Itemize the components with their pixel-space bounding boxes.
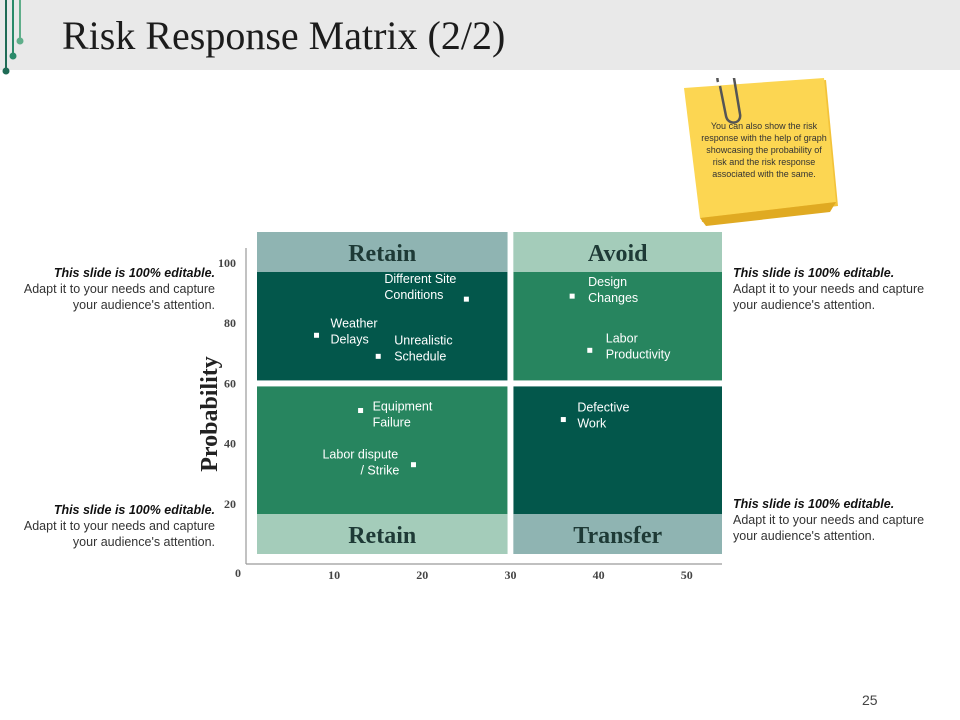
x-tick-label: 20 bbox=[416, 568, 428, 582]
x-tick-label: 40 bbox=[593, 568, 605, 582]
y-tick-label: 100 bbox=[218, 256, 236, 270]
quadrant-label: Avoid bbox=[588, 241, 648, 267]
data-point-label: Labor dispute/ Strike bbox=[322, 448, 399, 478]
data-point bbox=[375, 353, 381, 359]
side-note-body: Adapt it to your needs and capture your … bbox=[23, 519, 215, 549]
side-note-bottom-left: This slide is 100% editable. Adapt it to… bbox=[0, 502, 215, 550]
page-number: 25 bbox=[862, 692, 878, 708]
quadrant-label: Retain bbox=[348, 523, 416, 549]
title-bar bbox=[0, 0, 960, 70]
x-tick-label: 50 bbox=[681, 568, 693, 582]
quadrant-label-bar bbox=[513, 232, 722, 272]
x-tick-label: 30 bbox=[504, 568, 516, 582]
quadrant-label-bar bbox=[257, 514, 508, 554]
data-point bbox=[358, 408, 364, 414]
y-tick-label: 60 bbox=[224, 376, 236, 390]
side-note-heading: This slide is 100% editable. bbox=[733, 497, 895, 511]
sticky-note bbox=[684, 78, 838, 226]
y-tick-label: 20 bbox=[224, 497, 236, 511]
side-note-body: Adapt it to your needs and capture your … bbox=[23, 282, 215, 312]
side-note-heading: This slide is 100% editable. bbox=[53, 503, 215, 517]
side-note-top-left: This slide is 100% editable. Adapt it to… bbox=[0, 265, 215, 313]
quadrant-label: Transfer bbox=[573, 523, 662, 549]
side-note-heading: This slide is 100% editable. bbox=[733, 266, 895, 280]
y-tick-label: 40 bbox=[224, 437, 236, 451]
page-title: Risk Response Matrix (2/2) bbox=[62, 13, 506, 58]
sticky-note-text: You can also show the risk response with… bbox=[701, 121, 827, 179]
side-note-body: Adapt it to your needs and capture your … bbox=[733, 282, 925, 312]
decorative-lines-icon bbox=[2, 0, 24, 75]
quadrant-label-bar bbox=[513, 514, 722, 554]
y-axis-label: Probability bbox=[197, 356, 223, 472]
data-point bbox=[410, 462, 416, 468]
quadrant-label: Retain bbox=[348, 241, 416, 267]
data-point bbox=[560, 417, 566, 423]
side-note-bottom-right: This slide is 100% editable. Adapt it to… bbox=[733, 496, 948, 544]
side-note-body: Adapt it to your needs and capture your … bbox=[733, 513, 925, 543]
data-point bbox=[587, 347, 593, 353]
origin-label: 0 bbox=[235, 566, 241, 580]
y-tick-label: 80 bbox=[224, 316, 236, 330]
side-note-top-right: This slide is 100% editable. Adapt it to… bbox=[733, 265, 948, 313]
data-point bbox=[314, 332, 320, 338]
paperclip-icon bbox=[716, 78, 742, 124]
data-point bbox=[463, 296, 469, 302]
data-point bbox=[569, 293, 575, 299]
x-tick-label: 10 bbox=[328, 568, 340, 582]
quadrant-label-bar bbox=[257, 232, 508, 272]
side-note-heading: This slide is 100% editable. bbox=[53, 266, 215, 280]
